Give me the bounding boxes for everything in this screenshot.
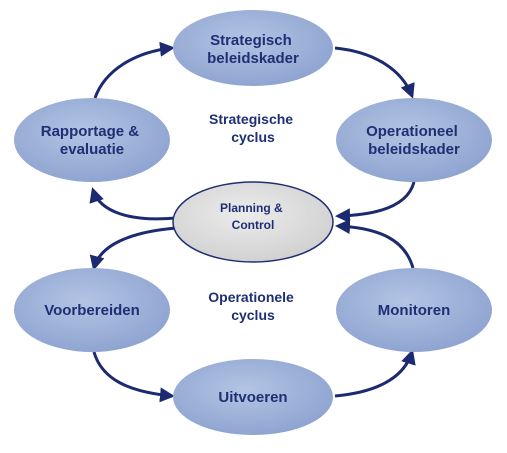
voorbereiden-label: Voorbereiden: [44, 302, 140, 319]
arrow-uitvoeren-to-monitoren: [334, 349, 416, 398]
svg-text:Planning & Control: Planning & Control: [220, 201, 286, 232]
strategisch-line-2: beleidskader: [207, 50, 299, 67]
node-planning-control: Planning & Control: [172, 181, 334, 263]
strategic-cycle-line-1: Strategische: [209, 111, 293, 127]
operational-cycle-line-2: cyclus: [231, 307, 275, 323]
arrow-voorbereiden-to-uitvoeren: [92, 351, 175, 403]
arrow-center-to-voorbereiden: [89, 226, 177, 271]
operationeel-line-1: Operationeel: [366, 123, 458, 140]
arrow-monitoren-to-center: [335, 219, 415, 269]
rapportage-line-1: Rapportage &: [41, 123, 140, 140]
strategic-cycle-line-2: cyclus: [231, 129, 275, 145]
arrow-strategisch-to-operationeel: [334, 46, 415, 99]
node-monitoren: Monitoren: [336, 268, 492, 352]
center-line-1: Planning &: [220, 201, 283, 215]
arrow-rapportage-to-strategisch: [93, 41, 175, 99]
svg-text:Operationeel beleidskade: Operationeel beleidskader: [366, 123, 462, 158]
node-voorbereiden: Voorbereiden: [14, 268, 170, 352]
svg-text:Strategisch beleidskader: Strategisch beleidskader: [207, 32, 299, 67]
rapportage-line-2: evaluatie: [60, 141, 124, 158]
arrow-operationeel-to-center: [335, 181, 416, 224]
strategic-cycle-label: Strategische cyclus: [209, 111, 297, 145]
uitvoeren-label: Uitvoeren: [218, 389, 287, 406]
node-strategisch-beleidskader: Strategisch beleidskader: [173, 10, 333, 86]
operational-cycle-label: Operationele cyclus: [208, 289, 297, 323]
operationeel-line-2: beleidskader: [368, 141, 460, 158]
node-uitvoeren: Uitvoeren: [173, 359, 333, 435]
node-rapportage-evaluatie: Rapportage & evaluatie: [14, 98, 170, 182]
monitoren-label: Monitoren: [378, 302, 451, 319]
operational-cycle-line-1: Operationele: [208, 289, 294, 305]
strategisch-line-1: Strategisch: [210, 32, 292, 49]
node-operationeel-beleidskader: Operationeel beleidskader: [336, 98, 492, 182]
svg-text:Rapportage & evaluatie: Rapportage & evaluatie: [41, 123, 144, 158]
center-line-2: Control: [232, 218, 275, 232]
arrow-center-to-rapportage: [89, 187, 177, 221]
